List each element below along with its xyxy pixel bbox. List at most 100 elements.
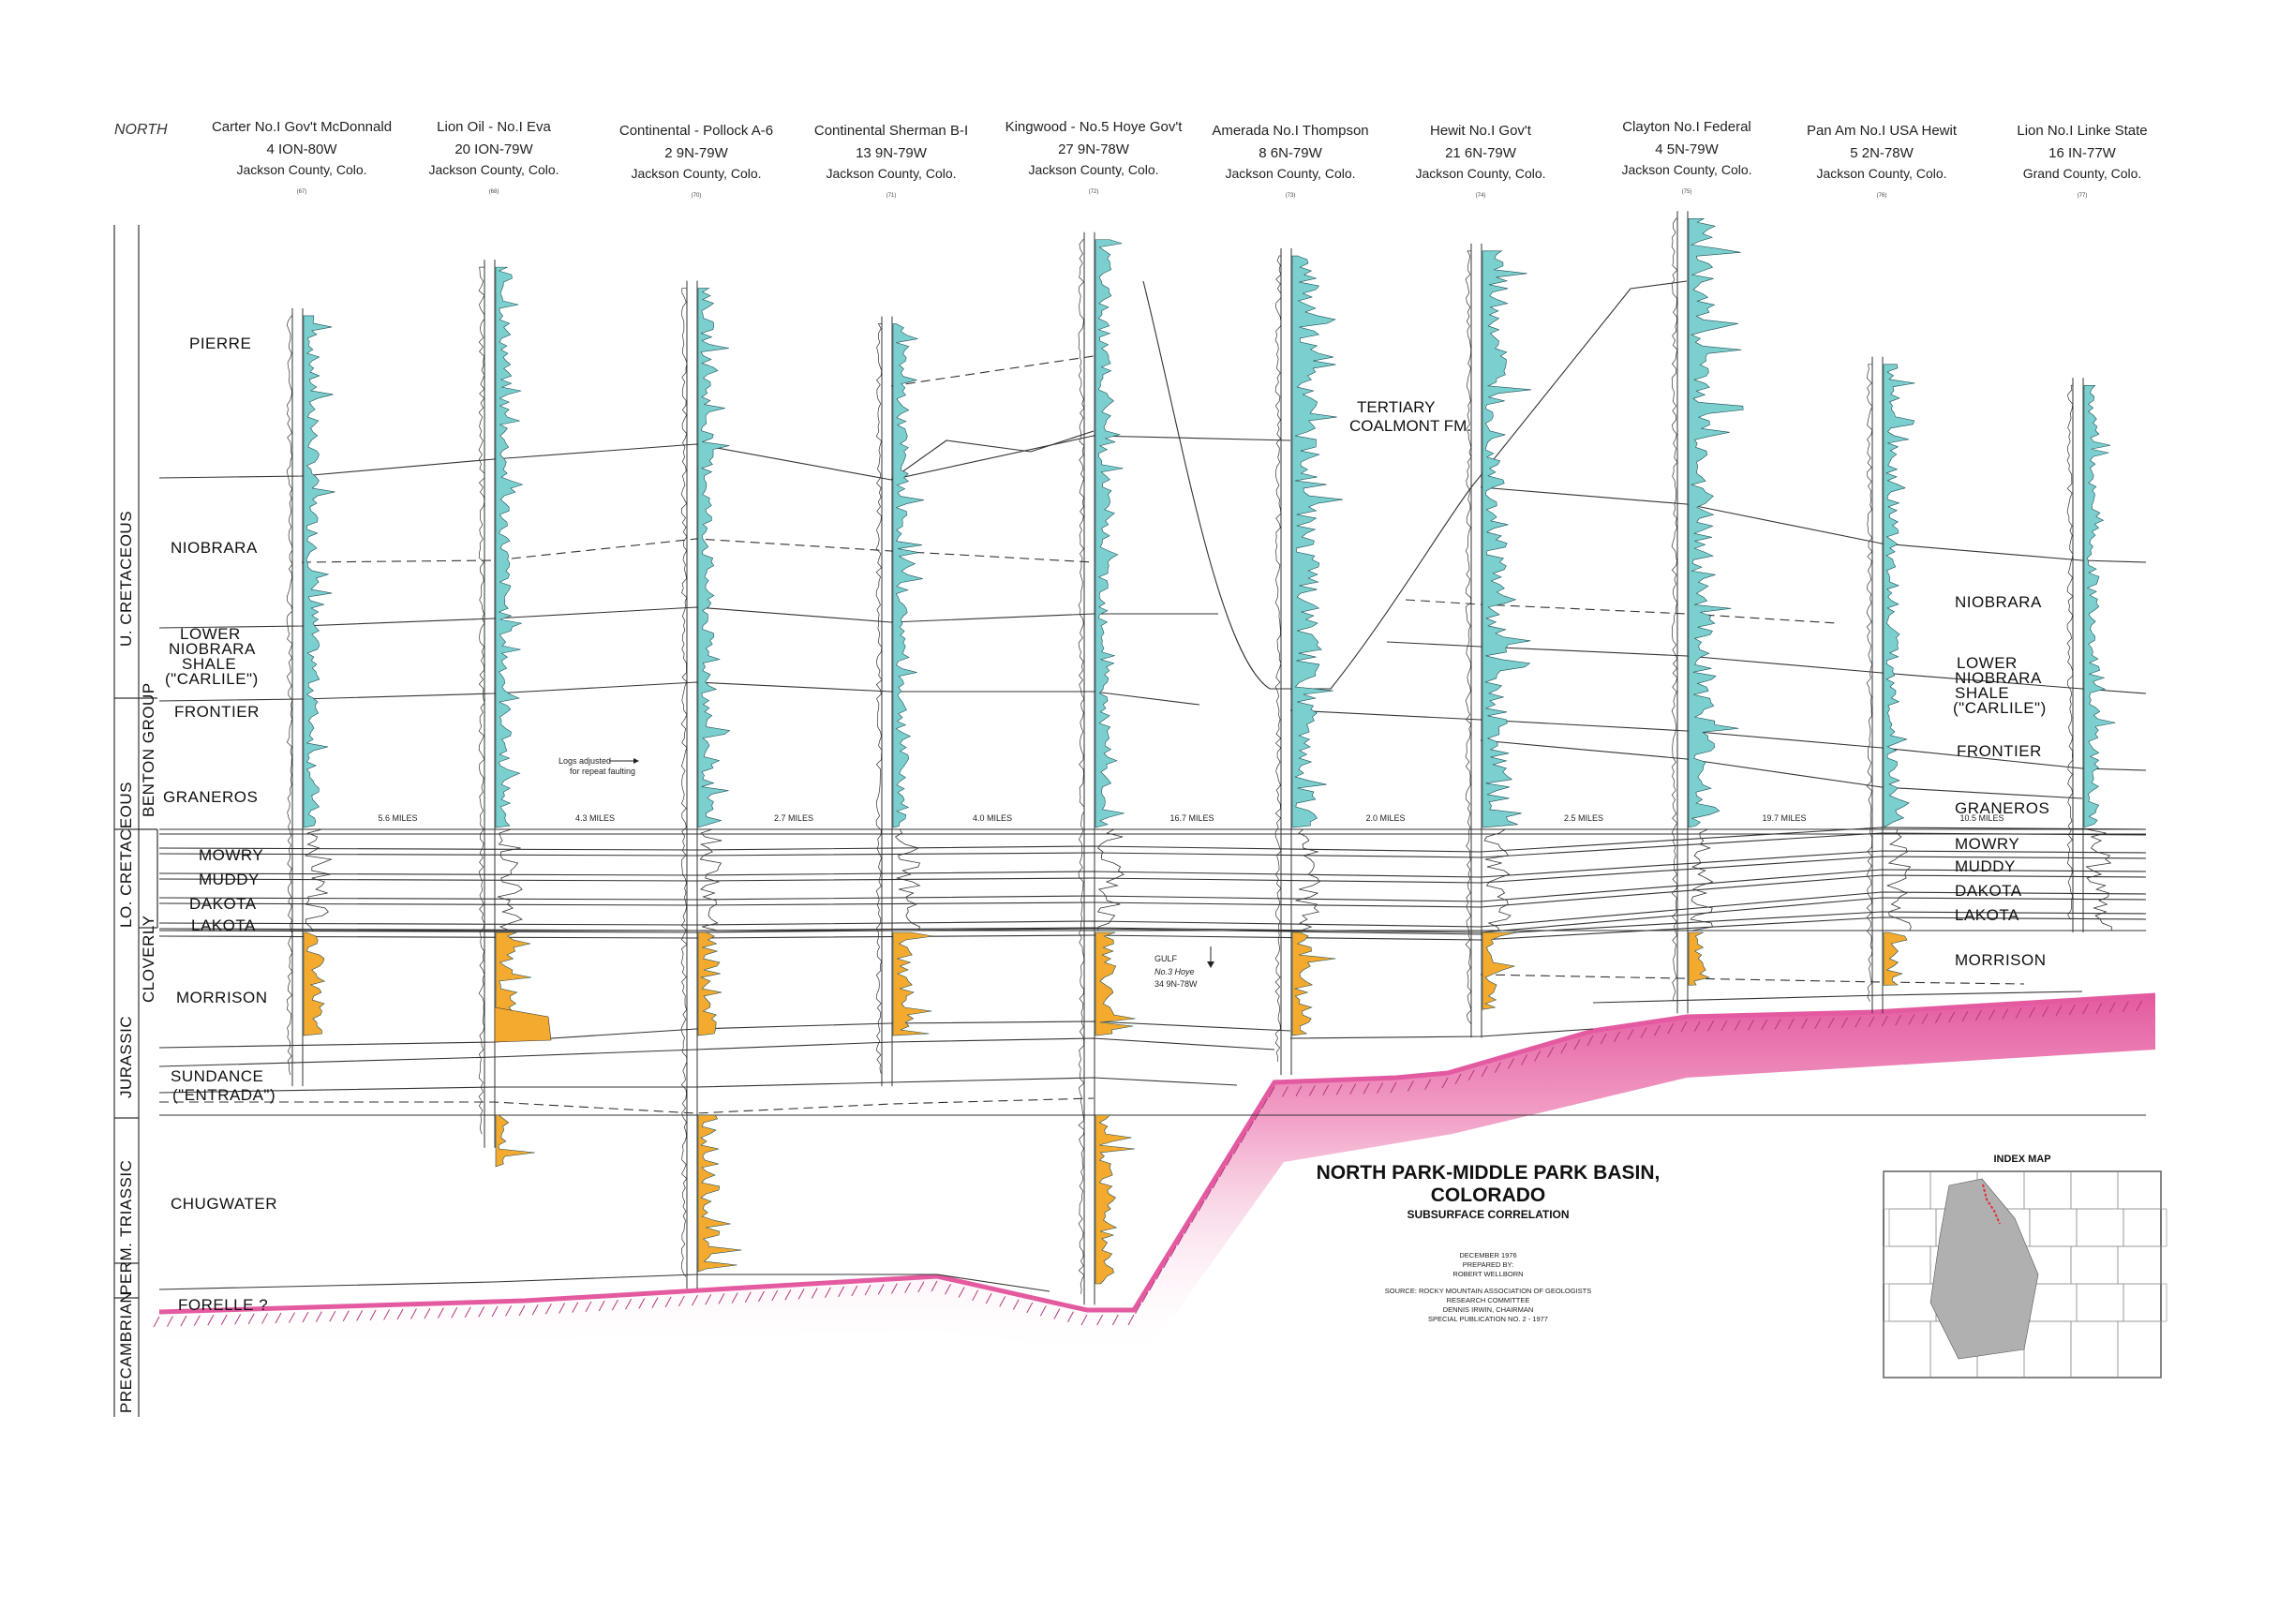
right-unit-muddy: MUDDY <box>1955 857 2016 875</box>
arrow-right-icon <box>633 758 639 764</box>
tertiary-label-2: COALMONT FM. <box>1349 417 1471 435</box>
basement-hatch <box>1908 1014 1915 1025</box>
basement-hatch <box>2082 1004 2090 1015</box>
log-curve-cretaceous <box>2084 828 2112 931</box>
well-index: (71) <box>886 193 897 199</box>
basement-hatch <box>1467 1069 1475 1081</box>
well-index: (72) <box>1089 189 1099 195</box>
log-curve-morrison <box>1688 931 1710 986</box>
basement-hatch <box>1080 1314 1088 1326</box>
well-index: (73) <box>1286 193 1296 199</box>
well-log <box>680 280 742 1289</box>
log-curve-upper <box>303 315 335 828</box>
precambrian-basement <box>153 992 2156 1359</box>
basement-hatch <box>1895 1015 1902 1026</box>
well-name: Pan Am No.I USA Hewit <box>1807 123 1958 139</box>
basement-hatch <box>2015 1007 2022 1019</box>
horizon-forelle-line <box>158 1274 1050 1292</box>
basement-hatch <box>945 1284 951 1295</box>
basement-hatch <box>718 1293 725 1304</box>
basement-hatch <box>1233 1143 1240 1155</box>
basement-hatch <box>1191 1212 1198 1223</box>
well-log <box>875 316 934 1087</box>
basement-hatch <box>193 1315 201 1326</box>
basement-hatch <box>1600 1033 1607 1045</box>
basement-hatch <box>1761 1019 1768 1031</box>
basement-hatch <box>1247 1121 1254 1132</box>
well-index: (68) <box>489 189 499 195</box>
basement-hatch <box>369 1309 377 1321</box>
well-county: Jackson County, Colo. <box>1816 166 1946 181</box>
basement-hatch <box>678 1295 685 1307</box>
unit-lakota: LAKOTA <box>191 916 256 934</box>
log-curve-upper <box>1482 250 1532 828</box>
basement-hatch <box>2068 1004 2076 1016</box>
band-precambrian: PRECAMBRIAN <box>117 1291 135 1413</box>
log-curve-chugwater <box>1095 1114 1136 1285</box>
basement-hatch <box>811 1288 818 1299</box>
basement-top <box>158 992 2156 1315</box>
horizon-lower-cretaceous-line <box>158 832 2147 858</box>
log-curve-upper <box>1688 217 1744 828</box>
basement-hatch <box>1627 1029 1634 1040</box>
distance-label: 2.5 MILES <box>1564 813 1603 823</box>
basement-hatch <box>1295 1085 1303 1097</box>
well-county: Jackson County, Colo. <box>826 166 956 181</box>
right-unit-graneros: GRANEROS <box>1955 799 2049 817</box>
basement-hatch <box>638 1298 646 1309</box>
basement-hatch <box>1974 1009 1982 1021</box>
basement-hatch <box>1693 1021 1701 1032</box>
basement-hatch <box>1240 1132 1247 1143</box>
basement-hatch <box>1407 1080 1414 1092</box>
log-curve-cretaceous <box>1884 828 1912 931</box>
log-curve-cretaceous <box>698 828 722 931</box>
horizon-lower-cretaceous-line <box>158 916 2147 941</box>
basement-hatch <box>2042 1006 2049 1018</box>
well-log <box>1274 248 1344 1076</box>
horizon-graneros-line <box>1480 739 2083 799</box>
basement-hatch <box>1261 1097 1268 1110</box>
unit-pierre: PIERRE <box>189 335 251 352</box>
horizon-morrison-base-line <box>158 1021 1291 1049</box>
unit-muddy: MUDDY <box>199 871 260 888</box>
basement-hatch <box>851 1285 858 1297</box>
unit-chugwater: CHUGWATER <box>171 1195 277 1213</box>
well-county: Jackson County, Colo. <box>1621 162 1751 177</box>
well-log <box>1866 356 1915 1014</box>
well-name: Lion No.I Linke State <box>2017 123 2147 139</box>
basement-hatch <box>931 1280 938 1292</box>
basement-hatch <box>917 1281 925 1293</box>
basement-hatch <box>1521 1054 1527 1065</box>
annotations: TERTIARY COALMONT FM. Logs adjusted for … <box>559 398 1471 989</box>
log-curve-upper <box>697 288 731 828</box>
basement-hatch <box>207 1314 215 1326</box>
band-lo-cretaceous: LO. CRETACEOUS <box>117 782 135 928</box>
basement-hatch <box>1226 1155 1233 1167</box>
basement-hatch <box>1012 1299 1020 1310</box>
horizon-niobrara-mid-line <box>301 538 1095 563</box>
basement-hatch <box>705 1294 712 1305</box>
basement-hatch <box>1534 1050 1542 1062</box>
log-curve-cretaceous <box>1482 828 1512 931</box>
correlation-lines <box>158 280 2147 1292</box>
well-name: Carter No.I Gov't McDonnald <box>212 119 392 135</box>
basement-hatch <box>1039 1304 1047 1317</box>
log-curve-upper <box>495 266 524 828</box>
horizon-entrada-dashed-line <box>159 1097 1095 1114</box>
horizon-carlile-line <box>158 606 1218 629</box>
basement-hatch <box>1868 1016 1875 1028</box>
well-county: Jackson County, Colo. <box>631 166 761 181</box>
horizon-lower-cretaceous-line <box>158 856 2147 884</box>
band-jurassic: JURASSIC <box>117 1016 135 1098</box>
horizon-morrison-right-dashed-line <box>1480 974 2025 985</box>
distance-label: 19.7 MILES <box>1762 813 1806 823</box>
well-location: 2 9N-79W <box>664 145 728 161</box>
basement-hatch <box>167 1316 173 1327</box>
basement-hatch <box>1787 1018 1795 1030</box>
well-header: Kingwood - No.5 Hoye Gov't27 9N-78WJacks… <box>1005 119 1184 195</box>
right-unit-lower-1: LOWER <box>1957 654 2018 672</box>
basement-hatch <box>491 1305 499 1318</box>
